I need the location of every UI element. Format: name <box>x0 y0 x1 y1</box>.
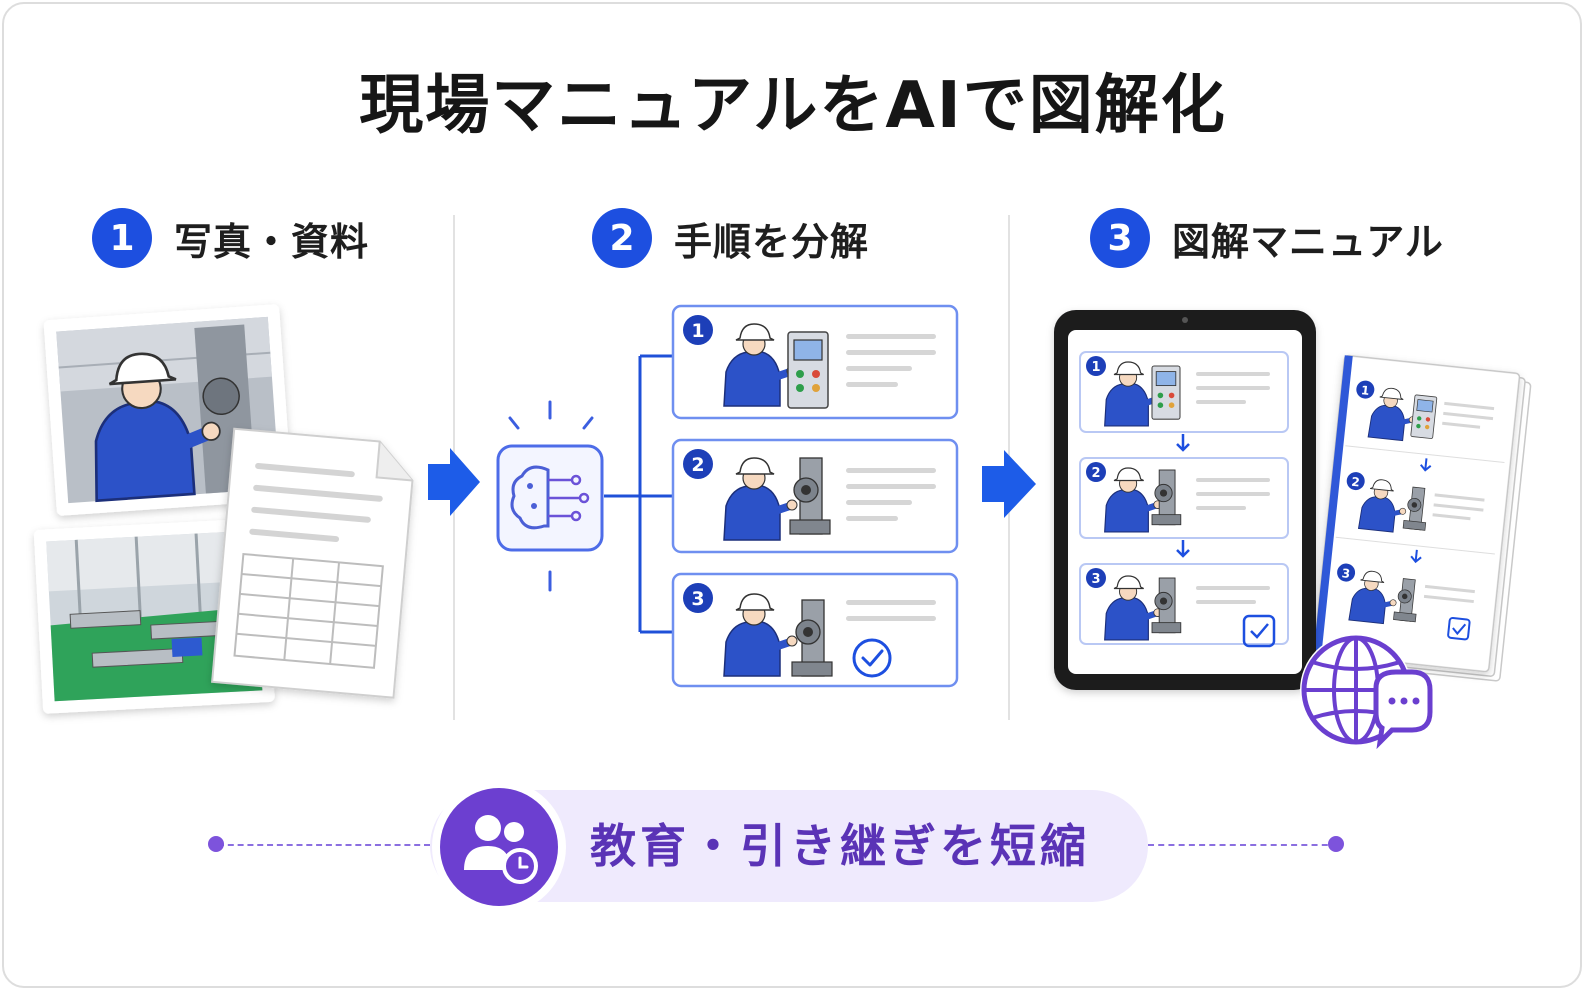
svg-text:2: 2 <box>1091 466 1100 481</box>
svg-text:3: 3 <box>1341 566 1351 581</box>
check-circle-icon <box>852 638 892 678</box>
team-clock-badge <box>440 788 558 906</box>
tablet-device: 1 2 3 <box>1054 310 1316 690</box>
flow-arrow-2 <box>982 450 1036 518</box>
step-3-heading: 3 図解マニュアル <box>1090 206 1444 270</box>
checkbox-icon <box>1242 614 1276 648</box>
step-card-3-number: 3 <box>691 588 704 610</box>
team-clock-icon <box>464 815 538 884</box>
banner-dot-right <box>1328 836 1344 852</box>
flow-arrow-1 <box>428 448 480 516</box>
printed-booklet: 1 2 3 <box>1313 354 1532 682</box>
step-card-3: 3 <box>671 572 959 688</box>
step-3-label: 図解マニュアル <box>1172 219 1444 264</box>
document-sheet <box>211 427 414 699</box>
svg-text:1: 1 <box>1360 383 1370 398</box>
step-card-2: 2 <box>671 438 959 554</box>
factory-photo-floor <box>33 518 275 714</box>
step-1-number: 1 <box>92 208 152 268</box>
banner-dashed-line-left <box>218 844 430 846</box>
step-connector <box>604 354 672 634</box>
globe-chat-icon <box>1300 634 1433 750</box>
step-1-heading: 1 写真・資料 <box>92 206 369 270</box>
step-1-label: 写真・資料 <box>174 219 370 264</box>
svg-text:1: 1 <box>1091 360 1100 375</box>
svg-text:3: 3 <box>1091 572 1100 587</box>
page-title: 現場マニュアルをAIで図解化 <box>359 69 1227 143</box>
step-card-2-number: 2 <box>691 454 704 476</box>
banner-dashed-line-right <box>1148 844 1338 846</box>
svg-text:2: 2 <box>1351 475 1361 490</box>
step-2-heading: 2 手順を分解 <box>592 206 869 270</box>
banner-dot-left <box>208 836 224 852</box>
step-3-number: 3 <box>1090 208 1150 268</box>
banner-text: 教育・引き継ぎを短縮 <box>590 819 1090 873</box>
step-2-label: 手順を分解 <box>674 219 870 264</box>
ai-brain-icon <box>496 400 604 592</box>
step-card-1-number: 1 <box>691 320 704 342</box>
factory-photo-worker <box>43 304 293 516</box>
step-card-1: 1 <box>671 304 959 420</box>
step-2-number: 2 <box>592 208 652 268</box>
